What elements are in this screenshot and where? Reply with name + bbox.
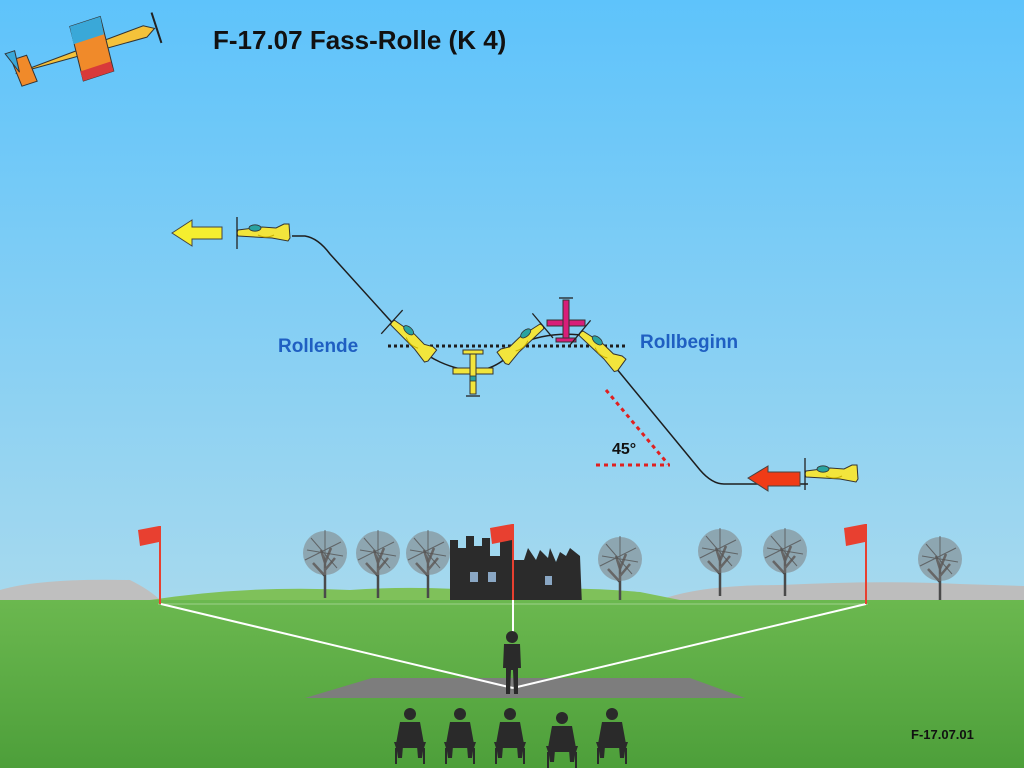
castle-window xyxy=(545,576,552,585)
flag-center xyxy=(490,524,514,600)
hill-left xyxy=(0,579,160,600)
label-angle: 45° xyxy=(612,441,636,458)
label-roll-start: Rollbeginn xyxy=(640,332,738,353)
page-title: F-17.07 Fass-Rolle (K 4) xyxy=(213,25,506,55)
sight-line-right xyxy=(512,603,867,689)
hill-right xyxy=(660,582,1024,600)
castle-silhouette xyxy=(450,536,582,606)
angle-reference-diagonal xyxy=(604,389,670,465)
sight-line-left xyxy=(160,603,514,689)
runway xyxy=(305,678,745,698)
arrow-left-icon xyxy=(171,219,223,247)
aerobatic-plane-icon xyxy=(4,12,163,87)
arrow-left-icon xyxy=(747,465,801,492)
flag-left xyxy=(138,526,161,604)
castle-window xyxy=(470,572,478,582)
pilot-silhouette xyxy=(503,631,521,694)
label-roll-end: Rollende xyxy=(278,336,358,357)
figure-reference: F-17.07.01 xyxy=(911,727,974,742)
castle-window xyxy=(488,572,496,582)
flag-right xyxy=(844,524,867,604)
sky xyxy=(0,0,1024,600)
